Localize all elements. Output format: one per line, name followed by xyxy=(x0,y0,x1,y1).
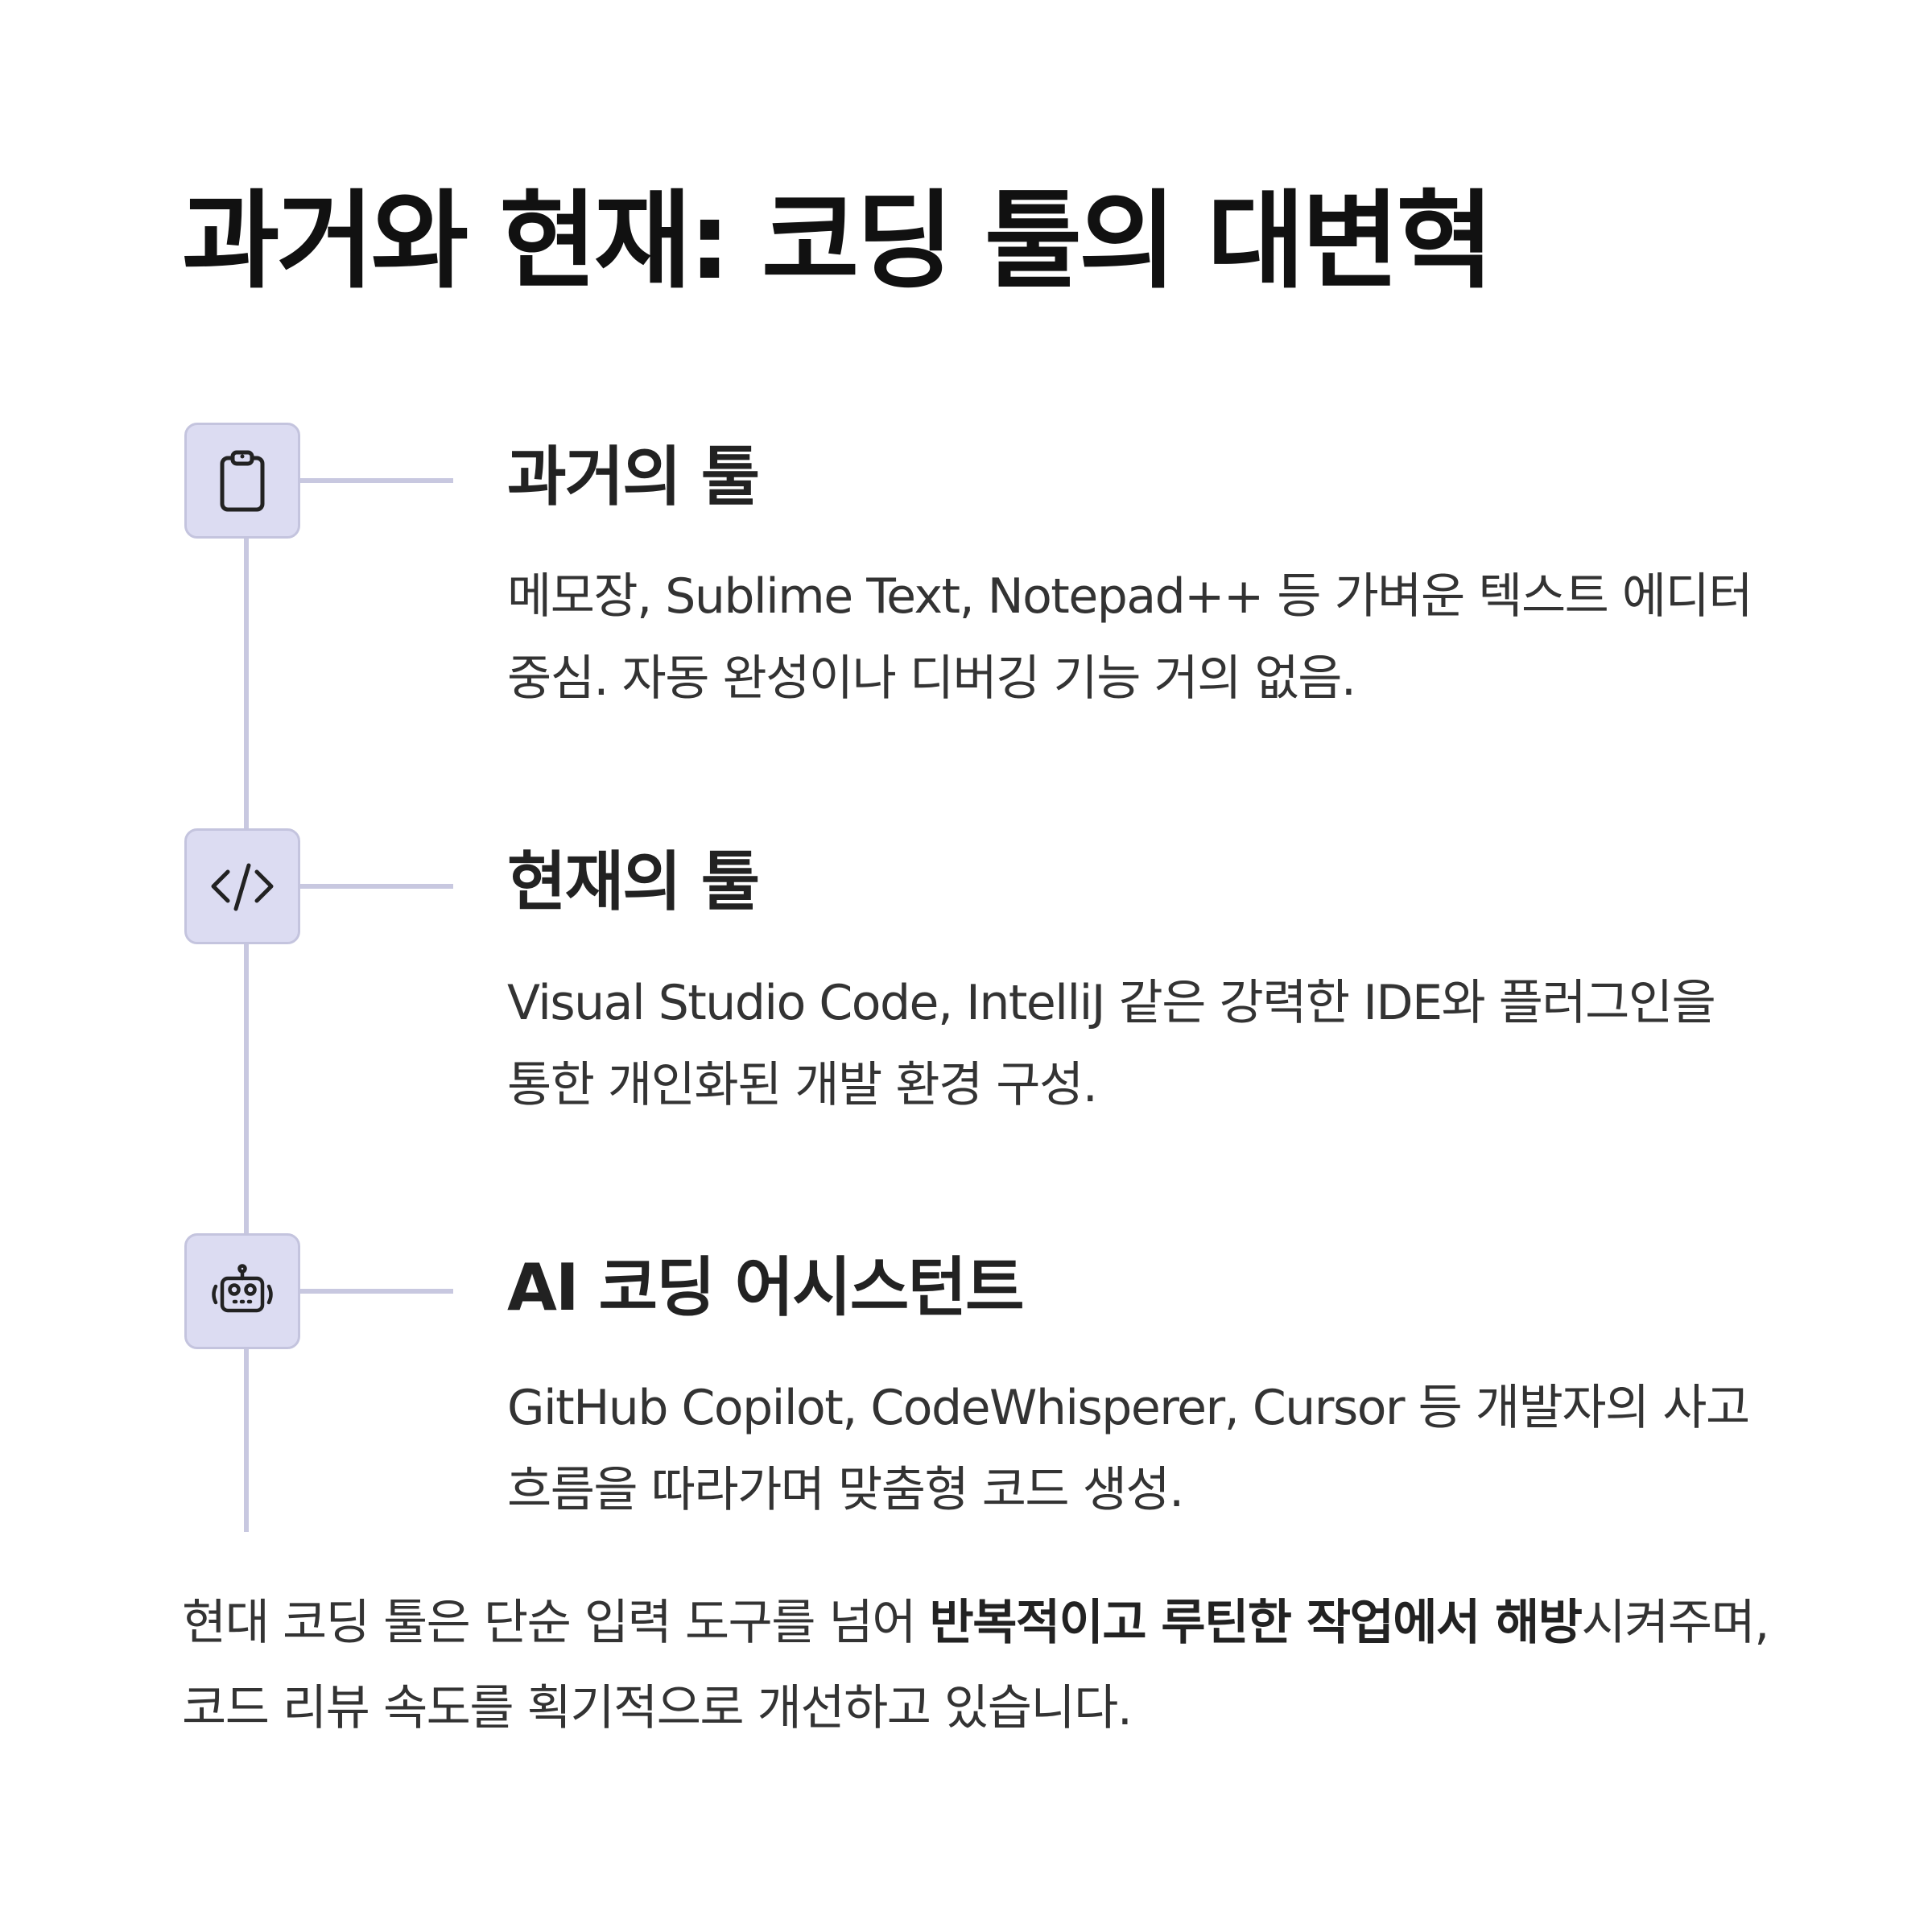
timeline-line xyxy=(244,523,249,1532)
timeline-connector xyxy=(300,884,453,889)
timeline-connector xyxy=(300,1289,453,1294)
summary-text-end: 시켜주며, 코드 리뷰 속도를 획기적으로 개선하고 있습니다. xyxy=(182,1595,1769,1736)
timeline-item-title: 현재의 툴 xyxy=(507,844,760,919)
timeline-item-description: Visual Studio Code, IntelliJ 같은 강력한 IDE와… xyxy=(507,975,1716,1113)
code-icon xyxy=(184,828,300,944)
timeline-item-title: AI 코딩 어시스턴트 xyxy=(507,1250,1025,1325)
timeline-item-title: 과거의 툴 xyxy=(507,440,760,514)
timeline-connector xyxy=(300,478,453,483)
timeline-item-description: GitHub Copilot, CodeWhisperer, Cursor 등 … xyxy=(507,1380,1750,1518)
summary-text-start: 현대 코딩 툴은 단순 입력 도구를 넘어 xyxy=(182,1595,930,1651)
timeline-item-description: 메모장, Sublime Text, Notepad++ 등 가벼운 텍스트 에… xyxy=(507,568,1753,707)
summary-emphasis: 반복적이고 루틴한 작업에서 해방 xyxy=(929,1595,1583,1651)
page-title: 과거와 현재: 코딩 툴의 대변혁 xyxy=(182,180,1494,303)
clipboard-icon xyxy=(184,423,300,539)
robot-icon xyxy=(184,1233,300,1349)
summary-paragraph: 현대 코딩 툴은 단순 입력 도구를 넘어 반복적이고 루틴한 작업에서 해방시… xyxy=(182,1580,1776,1751)
